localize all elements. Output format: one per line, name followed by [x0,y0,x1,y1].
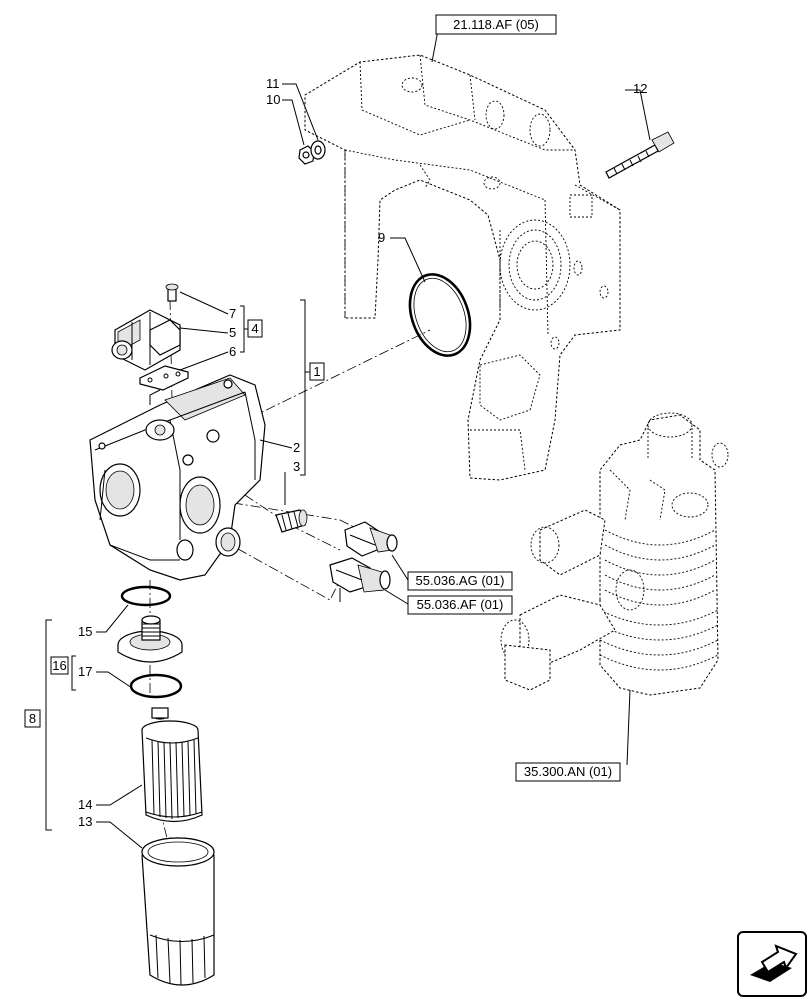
filter-element [141,707,203,823]
callout-8: 8 [29,711,36,726]
bolt [605,131,675,179]
callout-14: 14 [78,797,92,812]
callout-17: 17 [78,664,92,679]
callout-11: 11 [266,76,280,91]
ref-sensor-b[interactable]: 55.036.AF (01) [417,597,504,612]
callout-4: 4 [251,321,258,336]
ref-box-transmission-housing[interactable] [435,14,557,35]
callout-12: 12 [633,81,647,96]
filter-bowl [141,837,215,986]
callout-15: 15 [78,624,92,639]
ref-sensor-a[interactable]: 55.036.AG (01) [416,573,505,588]
callout-box-1[interactable] [309,362,325,381]
filter-head [117,615,183,663]
callout-box-4[interactable] [247,319,263,338]
callout-10: 10 [266,92,280,107]
ref-box-sensor-b[interactable] [407,595,513,615]
o-ring-15 [120,585,172,607]
callout-2: 2 [293,440,300,455]
air-filter-housing [500,412,729,696]
gasket [139,365,189,391]
hydraulic-pump [89,374,266,581]
ref-box-sensor-a[interactable] [407,571,513,591]
callout-box-8[interactable] [24,709,41,728]
callout-1: 1 [313,364,320,379]
ref-transmission-housing[interactable]: 21.118.AF (05) [453,17,539,32]
callout-13: 13 [78,814,92,829]
ref-air-filter[interactable]: 35.300.AN (01) [524,764,612,779]
fitting [275,509,308,533]
callout-6: 6 [229,344,236,359]
nut-and-washer [298,140,326,165]
o-ring-9-inner [413,277,467,353]
callout-3: 3 [293,459,300,474]
callout-7: 7 [229,306,236,321]
o-ring-9 [408,273,472,357]
callout-box-16[interactable] [50,656,69,675]
transmission-housing [304,54,621,481]
callout-9: 9 [378,230,385,245]
next-page-arrow-icon[interactable] [737,931,807,997]
sensor-upper [344,521,398,557]
solenoid-valve [111,283,181,371]
callout-16: 16 [52,658,66,673]
sensor-lower [329,557,391,602]
ref-box-air-filter[interactable] [515,762,621,782]
o-ring-17 [129,673,183,699]
callout-5: 5 [229,325,236,340]
